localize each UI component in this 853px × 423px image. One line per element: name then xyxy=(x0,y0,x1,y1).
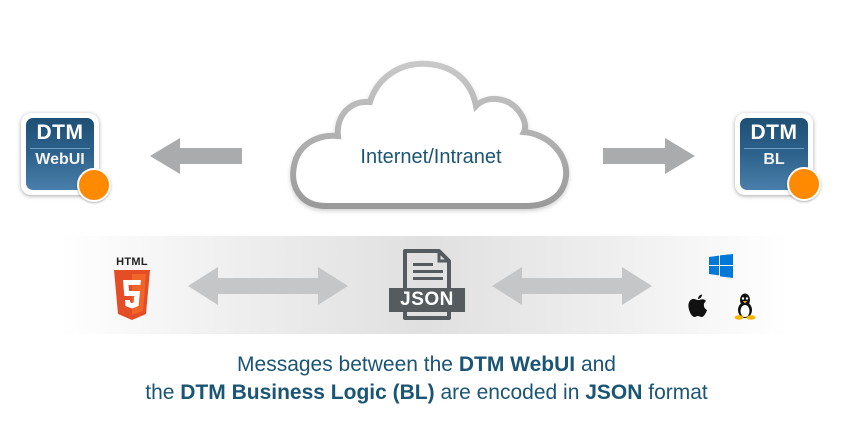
badge-subtitle: BL xyxy=(763,151,785,168)
badge-divider xyxy=(744,148,804,149)
caption-bold-text: JSON xyxy=(585,381,643,404)
json-label: JSON xyxy=(400,289,454,310)
cloud-label: Internet/Intranet xyxy=(360,146,502,168)
apple-icon xyxy=(688,294,707,317)
caption-text: the xyxy=(145,381,181,404)
cloud-icon xyxy=(290,60,570,209)
badge-subtitle: WebUI xyxy=(35,151,85,168)
document-icon xyxy=(389,249,465,320)
arrow-right-icon xyxy=(603,138,695,174)
badge-divider xyxy=(30,148,90,149)
status-dot-icon xyxy=(77,168,111,202)
caption-line-2: the DTM Business Logic (BL) are encoded … xyxy=(0,379,853,407)
html5-label: HTML xyxy=(116,256,148,268)
html5-icon: HTML xyxy=(110,256,154,322)
caption-text: Messages between the xyxy=(237,353,459,376)
caption-line-1: Messages between the DTM WebUI and xyxy=(0,351,853,379)
dtm-webui-badge: DTM WebUI xyxy=(21,113,111,202)
caption-text: are encoded in xyxy=(434,381,586,404)
caption: Messages between the DTM WebUI and the D… xyxy=(0,351,853,407)
status-dot-icon xyxy=(787,167,821,201)
arrow-left-icon xyxy=(150,138,242,174)
badge-background: DTM BL xyxy=(740,118,808,190)
dtm-bl-badge: DTM BL xyxy=(735,113,821,201)
badge-title: DTM xyxy=(36,121,84,144)
caption-bold-text: DTM WebUI xyxy=(458,353,576,376)
caption-text: and xyxy=(575,353,616,376)
double-arrow-left-icon xyxy=(188,267,348,305)
caption-bold-text: DTM Business Logic (BL) xyxy=(180,381,435,404)
badge-background: DTM WebUI xyxy=(26,118,94,190)
html5-shield-icon xyxy=(114,270,150,320)
json-file-icon: JSON xyxy=(389,248,465,320)
linux-tux-icon xyxy=(734,293,756,320)
badge-title: DTM xyxy=(750,121,798,144)
windows-icon xyxy=(709,254,733,278)
caption-text: format xyxy=(642,381,708,404)
double-arrow-right-icon xyxy=(492,267,652,305)
